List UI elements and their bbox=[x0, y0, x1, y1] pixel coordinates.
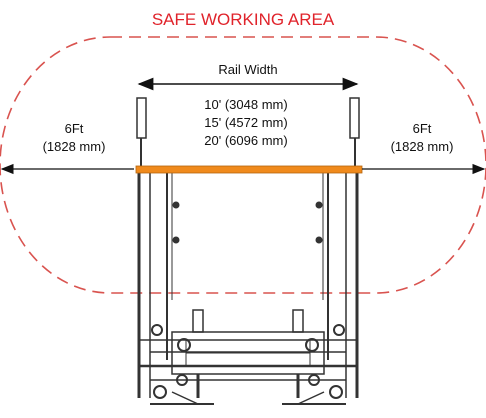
rail-width-label: Rail Width bbox=[218, 62, 277, 77]
left-clearance-feet: 6Ft bbox=[65, 121, 84, 136]
rail-machine-drawing bbox=[136, 97, 360, 405]
diagram-title: SAFE WORKING AREA bbox=[152, 10, 335, 29]
rail-width-value-10ft: 10' (3048 mm) bbox=[204, 97, 287, 112]
rail-bar bbox=[135, 165, 363, 174]
rail-width-value-20ft: 20' (6096 mm) bbox=[204, 133, 287, 148]
rail-width-value-15ft: 15' (4572 mm) bbox=[204, 115, 287, 130]
left-clearance-metric: (1828 mm) bbox=[43, 139, 106, 154]
right-clearance-feet: 6Ft bbox=[413, 121, 432, 136]
right-clearance-metric: (1828 mm) bbox=[391, 139, 454, 154]
safe-area-boundary bbox=[0, 36, 486, 294]
